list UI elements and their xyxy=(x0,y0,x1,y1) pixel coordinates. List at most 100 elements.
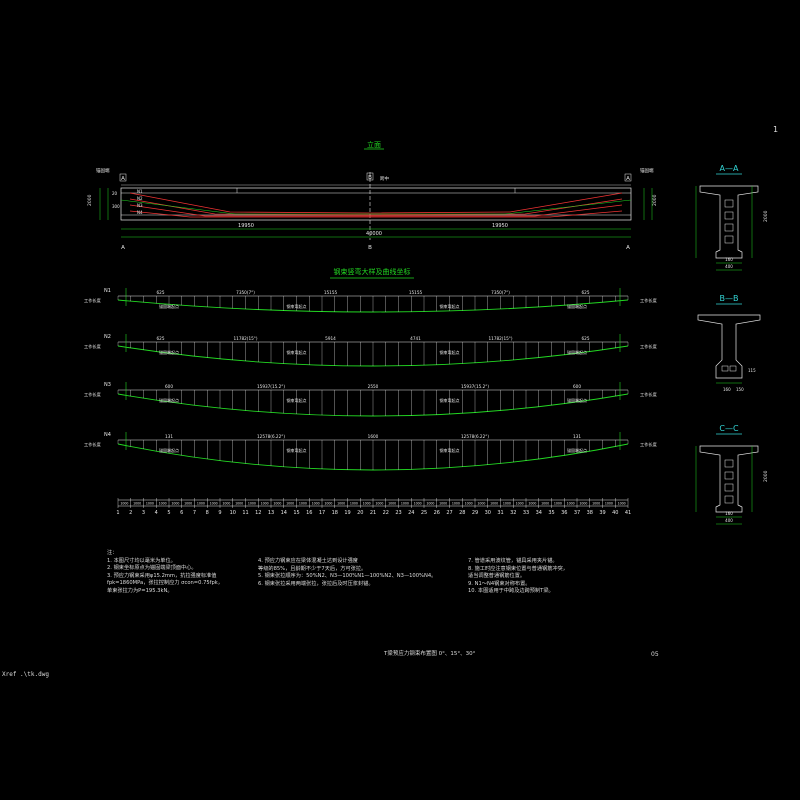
elevation-tendon-label-n4: N4 xyxy=(137,210,143,215)
axis-interval: 1000 xyxy=(554,502,562,506)
row-left-end: 工作长度 xyxy=(84,391,102,398)
elevation-right-label: 锚固端 xyxy=(640,167,654,174)
axis-interval: 1000 xyxy=(579,502,587,506)
row-right-end: 工作长度 xyxy=(640,391,658,398)
axis-interval: 1000 xyxy=(592,502,600,506)
note-line: 9. N1～N4钢束对称布置。 xyxy=(468,580,531,587)
elevation-side-label-b: 300 xyxy=(112,204,120,209)
note-line: 等级的85%，且龄期不少于7天后，方可张拉。 xyxy=(258,565,367,572)
row-dim-value: 4741 xyxy=(410,336,421,341)
axis-interval: 1000 xyxy=(273,502,281,506)
section-a-dim-a: 160 xyxy=(725,257,733,262)
section-a-dim-b: 400 xyxy=(725,264,733,269)
row-bend-label: 锚固端起点 xyxy=(159,397,179,403)
axis-number: 40 xyxy=(612,510,618,516)
elevation-height-label-right: 2000 xyxy=(652,194,658,206)
axis-number: 28 xyxy=(459,510,465,516)
axis-interval: 1000 xyxy=(171,502,179,506)
row-id: N3 xyxy=(104,382,111,388)
axis-interval: 1000 xyxy=(299,502,307,506)
axis-interval: 1000 xyxy=(516,502,524,506)
section-b-dim-a: 160 xyxy=(723,387,731,392)
tendon-n3 xyxy=(129,204,623,217)
row-bend-label: 钢束弯起点 xyxy=(287,349,307,355)
row-dim-value: 625 xyxy=(582,336,590,341)
axis-number: 33 xyxy=(523,510,529,516)
row-bend-label: 锚固端起点 xyxy=(159,349,179,355)
axis-interval: 1000 xyxy=(401,502,409,506)
axis-interval: 1000 xyxy=(503,502,511,506)
section-b-dim-b: 150 xyxy=(736,387,744,392)
axis-number: 26 xyxy=(434,510,440,516)
row-dim-value: 1600 xyxy=(368,434,379,439)
note-line: fpk=1860MPa，张拉控制应力 σcon=0.75fpk， xyxy=(107,580,223,587)
row-dim-value: 600 xyxy=(573,384,581,389)
elevation-dim-right: 19950 xyxy=(492,223,508,229)
svg-text:A: A xyxy=(626,245,630,251)
note-line: 7. 管道采用波纹管，锚具采用夹片锚。 xyxy=(468,558,558,564)
axis-interval: 1000 xyxy=(133,502,141,506)
notes-col3: 7. 管道采用波纹管，锚具采用夹片锚。 8. 施工时应注意钢束位置与普通钢筋冲突… xyxy=(468,558,568,596)
note-line: 6. 钢束张拉采用两端张拉，张拉后及时压浆封锚。 xyxy=(258,580,374,587)
beam-outline xyxy=(120,187,632,221)
row-dim-value: 2550 xyxy=(368,384,379,389)
row-right-end: 工作长度 xyxy=(640,441,658,448)
note-line: 3. 预应力钢束采用φ15.2mm，抗拉强度标准值 xyxy=(107,572,217,579)
axis-number: 37 xyxy=(574,510,580,516)
axis-number: 7 xyxy=(193,510,196,516)
axis-interval: 1000 xyxy=(337,502,345,506)
section-c-dim-b: 400 xyxy=(725,518,733,523)
axis-number: 24 xyxy=(408,510,414,516)
drawing-number: 05 xyxy=(651,651,659,658)
svg-text:B: B xyxy=(368,245,372,251)
axis-number: 27 xyxy=(446,510,452,516)
row-id: N2 xyxy=(104,334,111,340)
axis-interval: 1000 xyxy=(605,502,613,506)
axis-interval: 1000 xyxy=(363,502,371,506)
row-bend-label: 钢束弯起点 xyxy=(440,349,460,355)
page-number: 1 xyxy=(773,125,779,134)
row-dim-value: 600 xyxy=(165,384,173,389)
axis-interval: 1000 xyxy=(452,502,460,506)
note-line: 4. 预应力钢束应在梁体混凝土达到设计强度 xyxy=(258,558,358,564)
axis-interval: 1000 xyxy=(541,502,549,506)
elevation-dim-left: 19950 xyxy=(238,223,254,229)
axis-number: 36 xyxy=(561,510,567,516)
notes-col2: 4. 预应力钢束应在梁体混凝土达到设计强度 等级的85%，且龄期不少于7天后，方… xyxy=(258,558,436,588)
section-b-title: B—B xyxy=(720,294,739,303)
elevation-view: 立面 A B A A B A 19950 19950 40000 锚固端 xyxy=(87,140,658,251)
section-c-height: 2000 xyxy=(763,470,769,482)
axis-number: 13 xyxy=(268,510,274,516)
axis-interval: 1000 xyxy=(159,502,167,506)
row-bend-label: 锚固端起点 xyxy=(567,397,587,403)
tendon-n2 xyxy=(129,198,623,216)
section-mark-a-left: A xyxy=(121,176,125,182)
axis-interval: 1000 xyxy=(146,502,154,506)
axis-interval: 1000 xyxy=(261,502,269,506)
axis-number: 11 xyxy=(242,510,248,516)
axis-interval: 1000 xyxy=(222,502,230,506)
elevation-side-label-a: 20 xyxy=(112,191,118,196)
axis-interval: 1000 xyxy=(567,502,575,506)
station-axis: 1100021000310004100051000610007100081000… xyxy=(116,498,631,516)
tendon-n1 xyxy=(129,192,623,214)
section-mark-a-right: A xyxy=(626,176,630,182)
axis-number: 38 xyxy=(587,510,593,516)
axis-number: 39 xyxy=(599,510,605,516)
elevation-total-length: 40000 xyxy=(366,231,382,237)
row-dim-value: 625 xyxy=(582,290,590,295)
xref-label: Xref .\tk.dwg xyxy=(2,671,49,678)
axis-number: 3 xyxy=(142,510,145,516)
axis-number: 2 xyxy=(129,510,132,516)
axis-number: 29 xyxy=(472,510,478,516)
axis-number: 5 xyxy=(167,510,170,516)
axis-number: 31 xyxy=(497,510,503,516)
section-b-b: B—B 160 150 115 xyxy=(697,294,761,392)
axis-number: 25 xyxy=(421,510,427,516)
axis-number: 35 xyxy=(548,510,554,516)
notes-heading: 注： xyxy=(107,550,118,556)
axis-interval: 1000 xyxy=(197,502,205,506)
